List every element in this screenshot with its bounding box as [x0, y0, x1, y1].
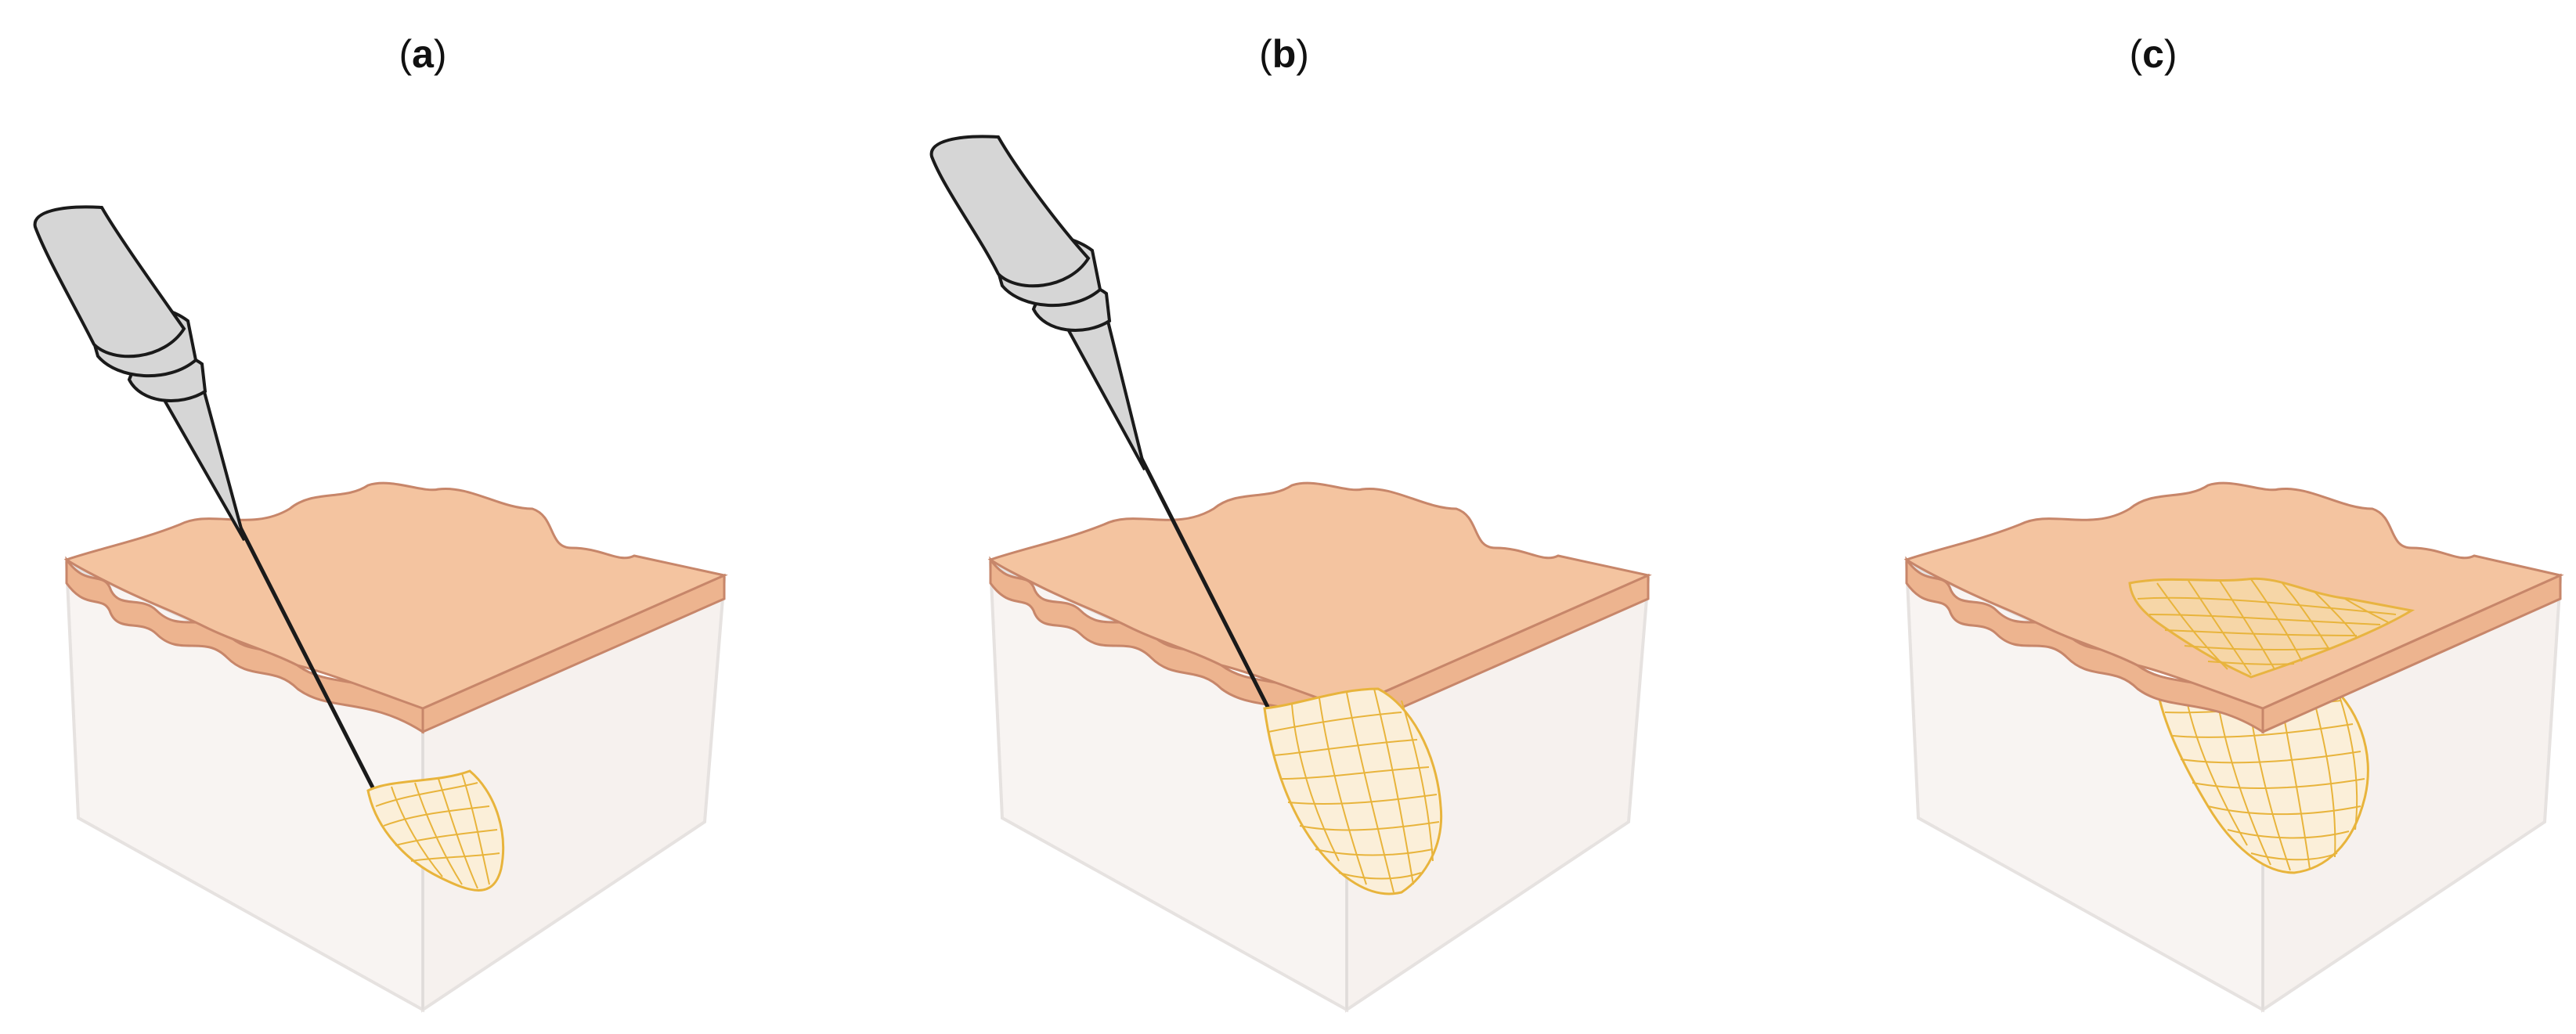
panel-b: (b) — [861, 0, 1707, 1034]
skin-block-diagram-c — [1903, 481, 2564, 1013]
panel-a: (a) — [0, 0, 846, 1034]
syringe-needle-icon — [929, 135, 1271, 710]
wireframe-mesh-scaffold — [1263, 687, 1443, 895]
wireframe-mesh-scaffold — [366, 769, 505, 892]
skin-layer — [63, 481, 728, 734]
panel-c: (c) — [1730, 0, 2576, 1034]
panel-label-b: (b) — [1259, 32, 1309, 76]
tissue-block — [64, 560, 727, 1013]
skin-block-diagram-b — [929, 135, 1652, 1013]
skin-block-diagram-a — [33, 205, 728, 1013]
syringe-needle-icon — [33, 205, 377, 792]
panel-letter-b: b — [1272, 32, 1297, 76]
panel-letter-a: a — [412, 32, 434, 76]
surface-mesh-patch — [2128, 577, 2415, 679]
panel-label-c: (c) — [2129, 32, 2177, 76]
panel-letter-c: c — [2142, 32, 2164, 76]
panel-label-a: (a) — [399, 32, 447, 76]
